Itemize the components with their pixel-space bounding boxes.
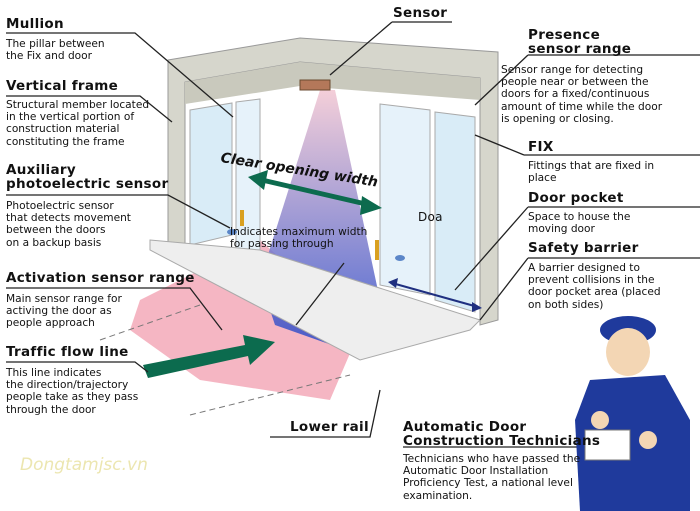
activation-range-title: Activation sensor range — [6, 270, 195, 286]
technician-figure — [575, 316, 690, 511]
desc-line: Technicians who have passed the — [403, 453, 581, 465]
door-label: Doa — [418, 210, 443, 224]
watermark: Dongtamjsc.vn — [20, 455, 148, 475]
desc-line: Photoelectric sensor — [6, 200, 114, 212]
auxiliary-sensor — [227, 229, 237, 235]
desc-line: moving door — [528, 223, 595, 236]
desc-line: people near or between the — [501, 76, 649, 89]
title-line: Auxiliary — [6, 162, 76, 178]
desc-line: is opening or closing. — [501, 112, 614, 125]
desc-line: for passing through — [230, 238, 334, 251]
door-pocket-title: Door pocket — [528, 190, 624, 206]
desc-line: between the doors — [6, 224, 106, 237]
header-beam — [185, 62, 480, 104]
desc-line: in the vertical portion of — [6, 111, 135, 124]
desc-line: amount of time while the door — [501, 100, 663, 113]
desc-line: prevent collisions in the — [528, 274, 655, 287]
fix-title: FIX — [528, 139, 554, 155]
title-line: Automatic Door — [403, 419, 527, 435]
lower-rail-title: Lower rail — [290, 419, 369, 435]
sensor-title: Sensor — [393, 5, 448, 21]
desc-line: that detects movement — [6, 212, 131, 225]
desc-line: Main sensor range for — [6, 293, 122, 305]
desc-line: activing the door as — [6, 305, 112, 318]
desc-line: construction material — [6, 123, 120, 136]
title-line: Presence — [528, 27, 601, 43]
title-line: photoelectric sensor — [6, 176, 169, 192]
fix-glass-left — [189, 102, 233, 246]
desc-line: on a backup basis — [6, 236, 102, 249]
desc-line: This line indicates — [6, 367, 102, 379]
desc-line: place — [528, 172, 557, 185]
safety-barrier-title: Safety barrier — [528, 240, 639, 256]
desc-line: the direction/trajectory — [6, 379, 129, 392]
desc-line: doors for a fixed/continuous — [501, 88, 650, 101]
desc-line: people take as they pass — [6, 391, 139, 404]
fix-glass-right — [434, 111, 476, 313]
range-dashed-line — [99, 304, 351, 416]
clear-opening-arrow — [248, 170, 382, 215]
desc-line: on both sides) — [528, 298, 604, 311]
desc-line: through the door — [6, 403, 96, 416]
desc-line: Automatic Door Installation — [403, 465, 549, 478]
desc-line: the Fix and door — [6, 50, 92, 63]
desc-line: Structural member located — [6, 99, 150, 111]
desc-line: Indicates maximum width — [230, 226, 368, 238]
traffic-flow-arrow — [143, 335, 275, 378]
desc-line: examination. — [403, 489, 473, 502]
door-glass-right — [379, 103, 431, 296]
vertical-frame-title: Vertical frame — [6, 78, 119, 94]
leader-lines — [6, 21, 700, 448]
door-handle — [375, 240, 379, 260]
traffic-flow-title: Traffic flow line — [6, 344, 129, 360]
auxiliary-sensor — [395, 255, 405, 261]
mullion-title: Mullion — [6, 16, 64, 32]
desc-line: A barrier designed to — [528, 262, 640, 274]
desc-line: Space to house the — [528, 211, 631, 223]
desc-line: door pocket area (placed — [528, 286, 661, 299]
sensor-unit — [299, 79, 331, 91]
desc-line: Proficiency Test, a national level — [403, 477, 573, 490]
desc-line: Fittings that are fixed in — [528, 160, 655, 172]
desc-line: constituting the frame — [6, 135, 125, 148]
title-line: sensor range — [528, 41, 632, 57]
door-pocket-arrow — [388, 278, 482, 312]
title-line: Construction Technicians — [403, 433, 601, 449]
desc-line: The pillar between — [6, 38, 105, 50]
door-handle — [240, 210, 244, 226]
desc-line: Sensor range for detecting — [501, 64, 644, 76]
desc-line: people approach — [6, 317, 95, 330]
